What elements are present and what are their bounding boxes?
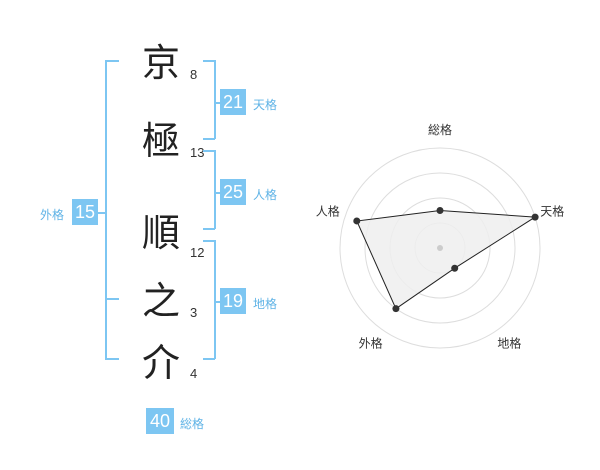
name-char-5: 介 (141, 341, 180, 385)
radar-axis-label-5: 人格 (316, 204, 340, 219)
name-char-4: 之 (141, 279, 180, 323)
tenkaku-label: 天格 (253, 98, 278, 112)
chikaku-label: 地格 (253, 297, 278, 311)
name-char-2: 極 (141, 119, 180, 163)
radar-point-3 (451, 264, 459, 272)
soukaku-value-badge: 40 (146, 408, 174, 434)
radar-data-points (353, 207, 539, 313)
radar-axis-label-1: 総格 (428, 122, 452, 137)
radar-point-4 (392, 305, 400, 313)
radar-point-2 (531, 213, 539, 221)
jinkaku-label: 人格 (253, 188, 278, 202)
chikaku-value-badge: 19 (220, 288, 246, 314)
gaikaku-label: 外格 (40, 208, 65, 222)
radar-ring (364, 172, 516, 324)
radar-axis-label-3: 地格 (497, 336, 521, 351)
stroke-count-4: 3 (190, 305, 198, 320)
radar-axis-label-4: 外格 (359, 336, 383, 351)
jinkaku-value-badge: 25 (220, 179, 246, 205)
stroke-count-2: 13 (190, 145, 205, 160)
stroke-count-3: 12 (190, 245, 205, 260)
radar-data-polygon (356, 209, 537, 310)
name-char-1: 京 (141, 41, 180, 85)
radar-ring (339, 147, 541, 349)
stroke-count-5: 4 (190, 366, 198, 381)
tenkaku-value-badge: 21 (220, 89, 246, 115)
radar-point-1 (436, 207, 444, 214)
name-char-3: 順 (141, 211, 180, 255)
radar-axis-label-2: 天格 (540, 204, 564, 219)
soukaku-label: 総格 (180, 417, 205, 431)
stroke-count-1: 8 (190, 67, 198, 82)
radar-point-5 (353, 217, 361, 225)
gaikaku-value-badge: 15 (72, 199, 98, 225)
radar-center-dot (437, 245, 443, 251)
